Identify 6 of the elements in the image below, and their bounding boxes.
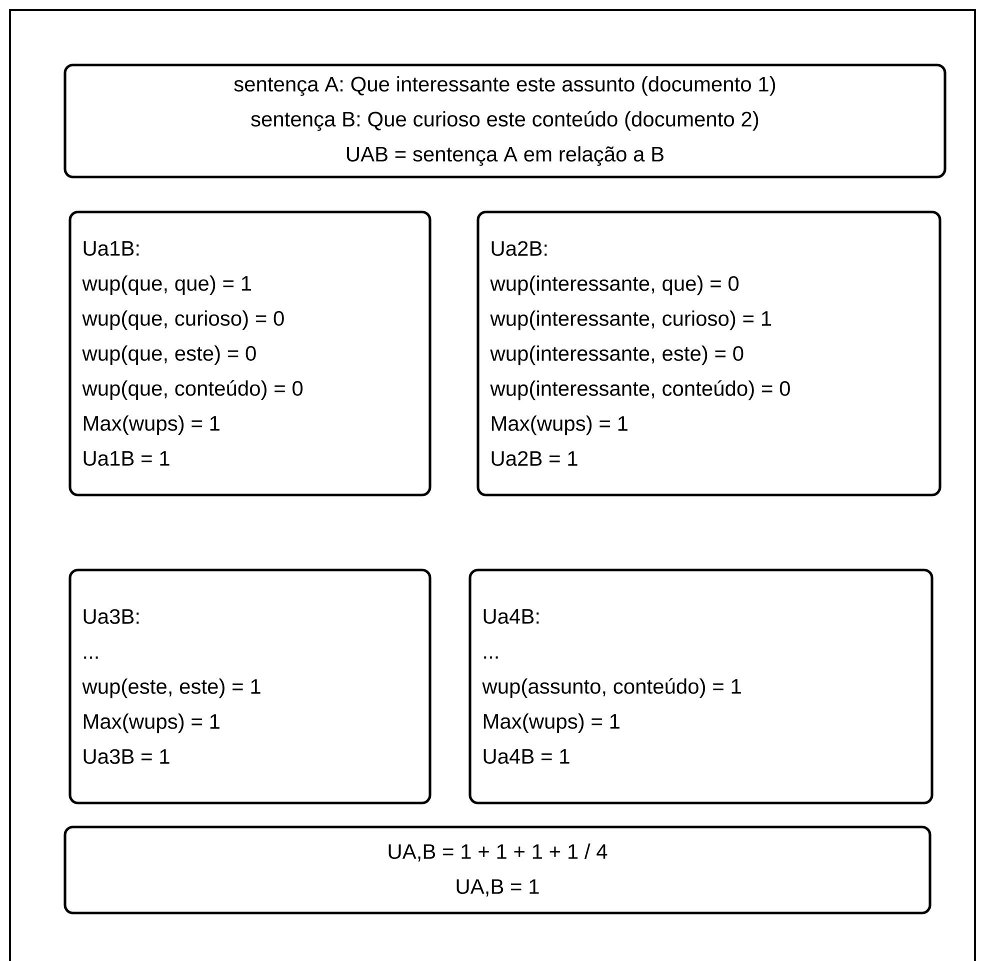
text-box: UA,B = 1 + 1 + 1 + 1 / 4 UA,B = 1 (64, 826, 932, 914)
text-box: sentença A: Que interessante este assunto (documento 1) sentença B: Que curioso este conteúdo (documento 2) UAB = sentença A em relação a B (64, 64, 946, 178)
text-box: Ua1B: wup(que, que) = 1 wup(que, curioso) = 0 wup(que, este) = 0 wup(que, conteúdo) = 0 Max(wups) = 1 Ua1B = 1 (68, 210, 432, 496)
text-box: Ua2B: wup(interessante, que) = 0 wup(interessante, curioso) = 1 wup(interessante, este) = 0 wup(interessante, conteúdo) = 0 Max(wups) = 1 Ua2B = 1 (476, 210, 942, 496)
text-box: Ua3B: ... wup(este, este) = 1 Max(wups) = 1 Ua3B = 1 (68, 568, 432, 804)
text-box: Ua4B: ... wup(assunto, conteúdo) = 1 Max(wups) = 1 Ua4B = 1 (468, 568, 934, 804)
